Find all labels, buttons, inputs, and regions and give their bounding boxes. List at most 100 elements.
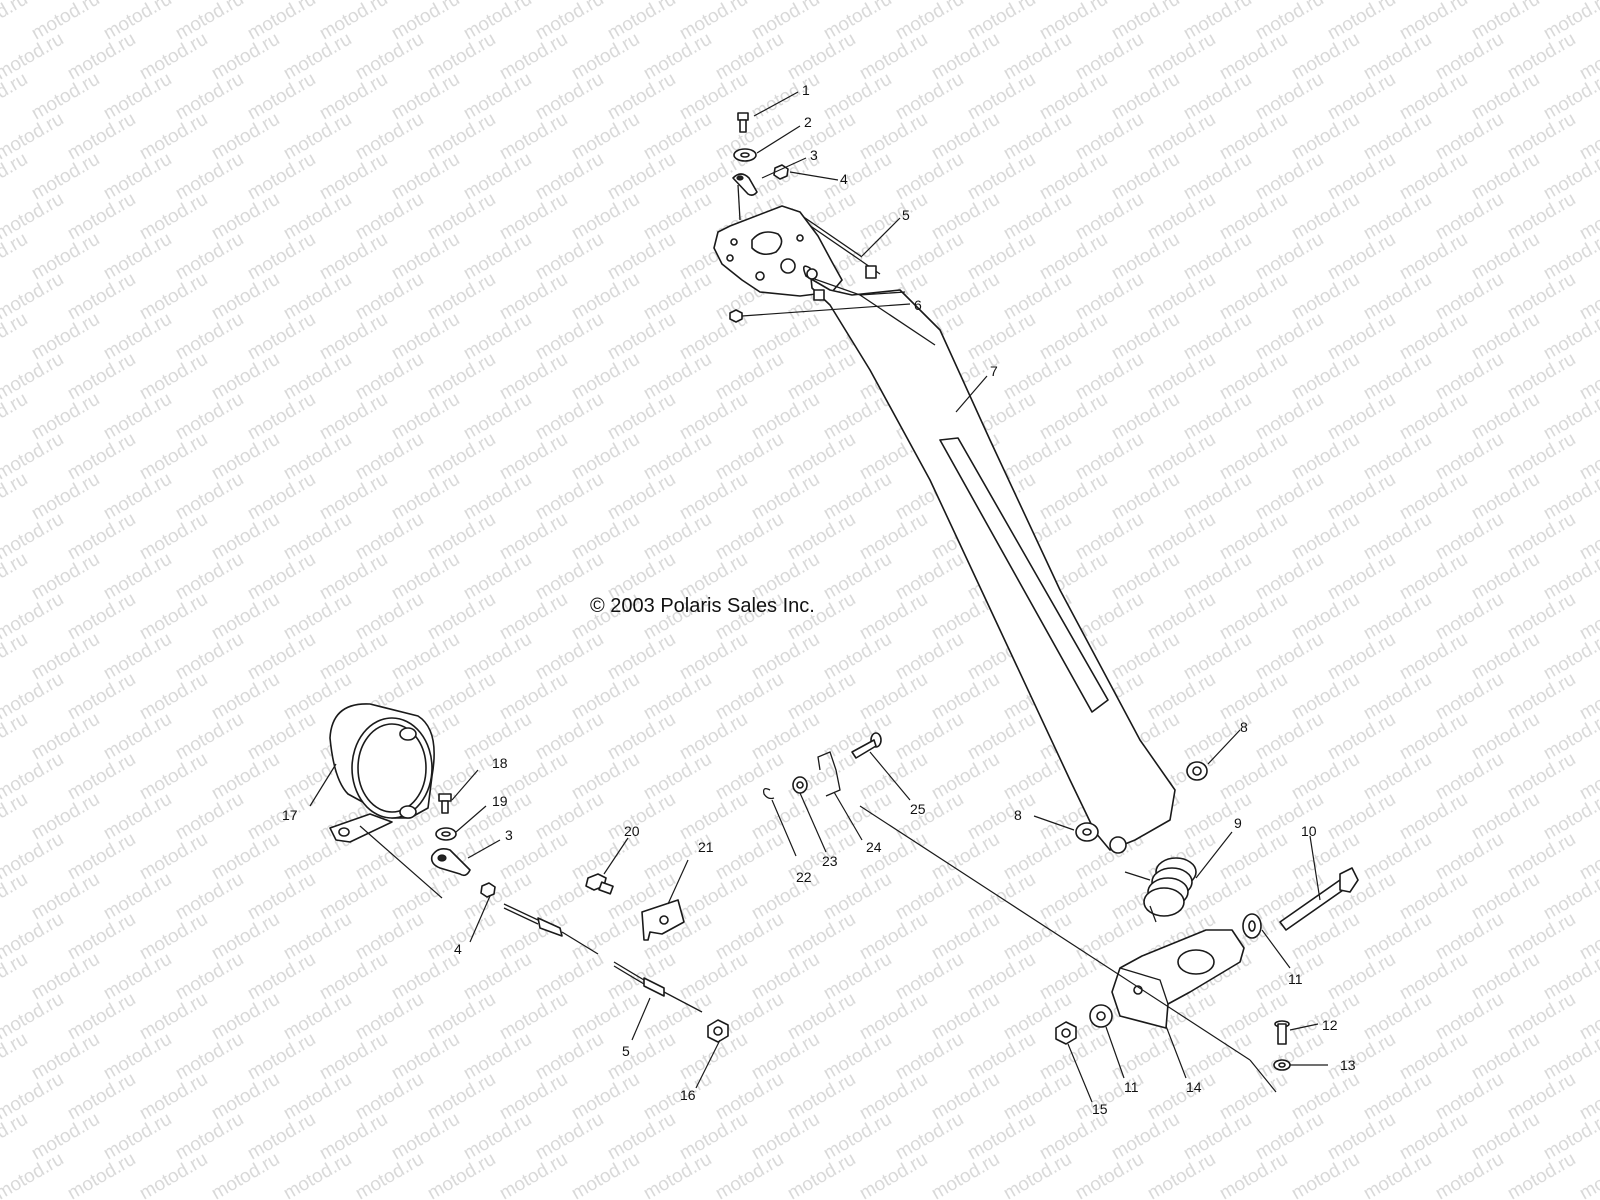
watermark-text: motod.ru	[64, 429, 139, 485]
watermark-text: motod.ru	[676, 869, 751, 925]
watermark-text: motod.ru	[1432, 109, 1507, 165]
watermark-text: motod.ru	[604, 469, 679, 525]
watermark-text: motod.ru	[1180, 709, 1255, 765]
watermark-text: motod.ru	[1468, 389, 1543, 445]
watermark-text: motod.ru	[244, 389, 319, 445]
watermark-text: motod.ru	[1324, 629, 1399, 685]
watermark-text: motod.ru	[136, 989, 211, 1045]
watermark-text: motod.ru	[1252, 389, 1327, 445]
watermark-text: motod.ru	[856, 29, 931, 85]
callout-23: 23	[822, 853, 838, 869]
callout-labels: 1 2 3 4 5 6 7 8 8 9 10 11 11 12 13 14 15…	[282, 82, 1356, 1117]
watermark-text: motod.ru	[244, 0, 319, 44]
callout-9: 9	[1234, 815, 1242, 831]
watermark-text: motod.ru	[1252, 309, 1327, 365]
watermark-text: motod.ru	[892, 0, 967, 44]
watermark-text: motod.ru	[532, 389, 607, 445]
watermark-text: motod.ru	[1360, 29, 1435, 85]
watermark-text: motod.ru	[676, 469, 751, 525]
watermark-text: motod.ru	[1504, 909, 1579, 965]
watermark-text: motod.ru	[1360, 349, 1435, 405]
watermark-text: motod.ru	[964, 709, 1039, 765]
clip-part-21	[641, 899, 685, 941]
watermark-text: motod.ru	[1144, 29, 1219, 85]
watermark-text: motod.ru	[532, 1109, 607, 1165]
watermark-text: motod.ru	[1504, 509, 1579, 565]
watermark-text: motod.ru	[1468, 1109, 1543, 1165]
watermark-text: motod.ru	[1216, 29, 1291, 85]
watermark-text: motod.ru	[892, 709, 967, 765]
watermark-text: motod.ru	[1216, 589, 1291, 645]
watermark-text: motod.ru	[1360, 509, 1435, 565]
watermark-text: motod.ru	[964, 1029, 1039, 1085]
watermark-text: motod.ru	[28, 709, 103, 765]
callout-25: 25	[910, 801, 926, 817]
watermark-text: motod.ru	[928, 669, 1003, 725]
watermark-text: motod.ru	[712, 349, 787, 405]
watermark-text: motod.ru	[604, 1109, 679, 1165]
watermark-text: motod.ru	[1000, 189, 1075, 245]
watermark-text: motod.ru	[64, 589, 139, 645]
watermark-text: motod.ru	[424, 109, 499, 165]
watermark-text: motod.ru	[640, 989, 715, 1045]
watermark-text: motod.ru	[316, 149, 391, 205]
watermark-text: motod.ru	[136, 749, 211, 805]
watermark-text: motod.ru	[928, 1069, 1003, 1125]
watermark-text: motod.ru	[460, 469, 535, 525]
watermark-text: motod.ru	[496, 429, 571, 485]
watermark-text: motod.ru	[532, 469, 607, 525]
watermark-text: motod.ru	[280, 509, 355, 565]
watermark-text: motod.ru	[1468, 469, 1543, 525]
watermark-text: motod.ru	[496, 909, 571, 965]
watermark-text: motod.ru	[280, 29, 355, 85]
watermark-text: motod.ru	[1396, 549, 1471, 605]
watermark-text: motod.ru	[64, 749, 139, 805]
watermark-text: motod.ru	[640, 1069, 715, 1125]
watermark-text: motod.ru	[208, 109, 283, 165]
watermark-text: motod.ru	[1036, 1109, 1111, 1165]
watermark-text: motod.ru	[1072, 509, 1147, 565]
watermark-text: motod.ru	[100, 789, 175, 845]
watermark-text: motod.ru	[676, 789, 751, 845]
watermark-text: motod.ru	[0, 69, 31, 125]
watermark-text: motod.ru	[748, 0, 823, 44]
watermark-text: motod.ru	[64, 909, 139, 965]
watermark-text: motod.ru	[460, 309, 535, 365]
watermark-text: motod.ru	[1396, 629, 1471, 685]
watermark-text: motod.ru	[1396, 709, 1471, 765]
watermark-text: motod.ru	[820, 549, 895, 605]
watermark-text: motod.ru	[424, 989, 499, 1045]
watermark-text: motod.ru	[1324, 1029, 1399, 1085]
watermark-text: motod.ru	[64, 1149, 139, 1200]
watermark-text: motod.ru	[496, 29, 571, 85]
watermark-text: motod.ru	[568, 1069, 643, 1125]
watermark-text: motod.ru	[784, 669, 859, 725]
watermark-text: motod.ru	[748, 469, 823, 525]
watermark-text: motod.ru	[1396, 0, 1471, 44]
watermark-text: motod.ru	[1288, 109, 1363, 165]
watermark-text: motod.ru	[1072, 429, 1147, 485]
watermark-text: motod.ru	[1000, 269, 1075, 325]
watermark-text: motod.ru	[1072, 909, 1147, 965]
watermark-text: motod.ru	[568, 509, 643, 565]
watermark-text: motod.ru	[100, 309, 175, 365]
watermark-text: motod.ru	[640, 29, 715, 85]
watermark-text: motod.ru	[244, 1029, 319, 1085]
watermark-text: motod.ru	[892, 549, 967, 605]
watermark-text: motod.ru	[676, 629, 751, 685]
watermark-text: motod.ru	[1144, 509, 1219, 565]
watermark-text: motod.ru	[1360, 989, 1435, 1045]
callout-2: 2	[804, 114, 812, 130]
watermark-text: motod.ru	[208, 349, 283, 405]
watermark-text: motod.ru	[1108, 229, 1183, 285]
watermark-text: motod.ru	[892, 69, 967, 125]
watermark-text: motod.ru	[208, 29, 283, 85]
cable-part-5-lower	[503, 903, 703, 1013]
watermark-text: motod.ru	[460, 389, 535, 445]
watermark-text: motod.ru	[352, 989, 427, 1045]
watermark-text: motod.ru	[172, 1109, 247, 1165]
watermark-text: motod.ru	[748, 69, 823, 125]
watermark-text: motod.ru	[172, 789, 247, 845]
watermark-text: motod.ru	[1000, 29, 1075, 85]
watermark-text: motod.ru	[964, 0, 1039, 44]
